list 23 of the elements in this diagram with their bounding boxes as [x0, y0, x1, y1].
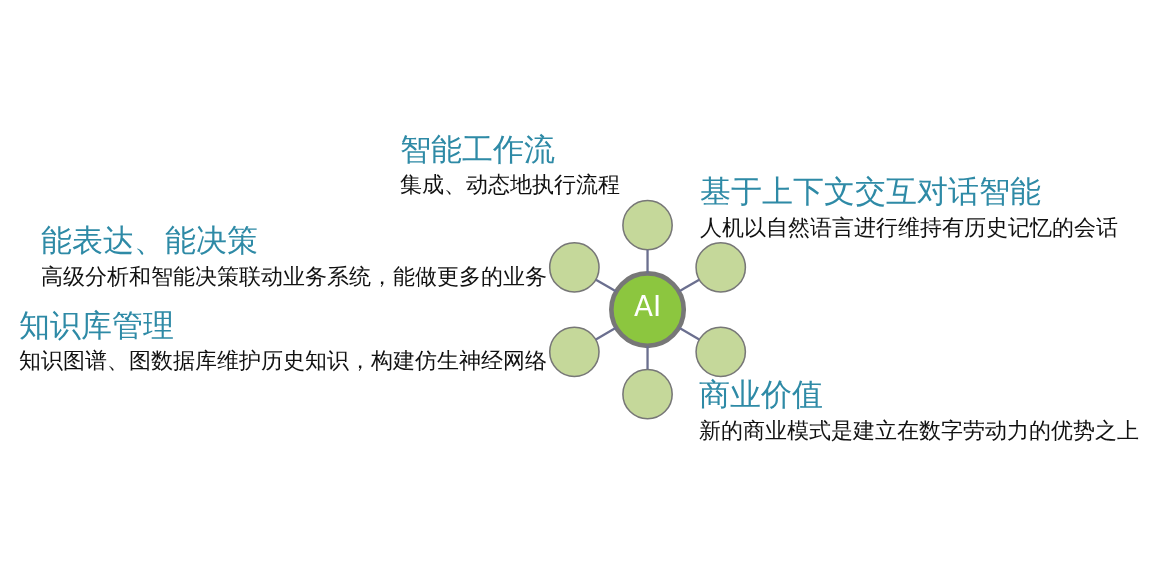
connector	[595, 326, 617, 341]
node-circle: AI	[609, 271, 687, 349]
connector	[595, 278, 617, 293]
node-label: 商业价值	[699, 376, 824, 413]
node-label: 知识库管理	[19, 306, 175, 343]
connector	[646, 249, 649, 274]
connector	[678, 278, 700, 293]
connector	[646, 345, 649, 370]
node-label: 能表达、能决策	[41, 222, 259, 259]
node-circle	[548, 241, 600, 293]
node-circle	[695, 326, 747, 378]
node-circle	[695, 241, 747, 293]
connector	[678, 326, 700, 341]
node-label: 基于上下文交互对话智能	[699, 172, 1041, 209]
node-label: 知识图谱、图数据库维护历史知识，构建仿生神经网络	[19, 348, 548, 374]
node-label: 高级分析和智能决策联动业务系统，能做更多的业务	[41, 263, 548, 289]
node-circle	[622, 368, 673, 420]
node-label: 智能工作流	[400, 130, 556, 167]
node-label: 人机以自然语言进行维持有历史记忆的会话	[699, 214, 1118, 240]
node-circle	[548, 326, 600, 378]
node-label: 新的商业模式是建立在数字劳动力的优势之上	[699, 417, 1140, 443]
node-circle	[622, 199, 673, 251]
node-label: 集成、动态地执行流程	[400, 172, 621, 198]
